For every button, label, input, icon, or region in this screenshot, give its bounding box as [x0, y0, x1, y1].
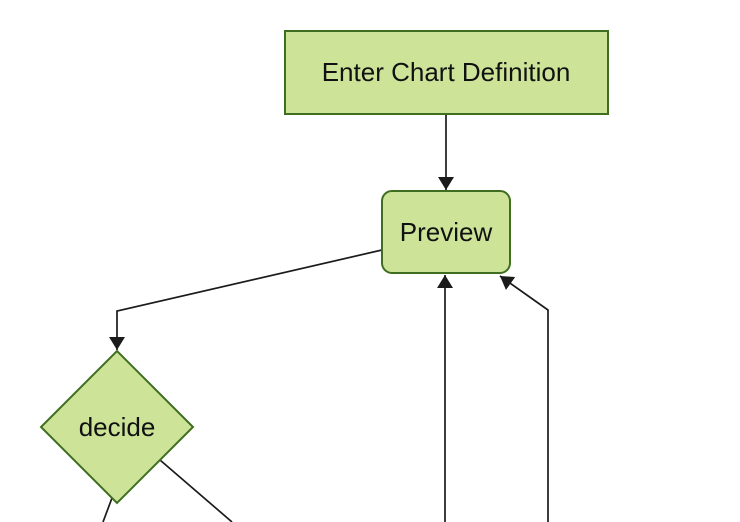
edge-decide-to-bottom-right [159, 459, 233, 522]
node-preview-label: Preview [400, 217, 493, 247]
edge-decide-to-bottom-left [102, 497, 113, 522]
edge-bottom-right-to-preview [499, 275, 549, 522]
node-enter-chart-definition-shape [284, 30, 609, 115]
node-enter-chart-definition-label: Enter Chart Definition [322, 57, 571, 87]
node-preview: Preview [381, 190, 511, 274]
node-decide: decide [39, 349, 195, 505]
node-preview-shape [381, 190, 511, 274]
node-decide-label: decide [79, 412, 156, 442]
edge-preview-to-decide [109, 249, 383, 350]
node-enter-chart-definition: Enter Chart Definition [284, 30, 609, 115]
node-decide-shape [39, 349, 195, 505]
